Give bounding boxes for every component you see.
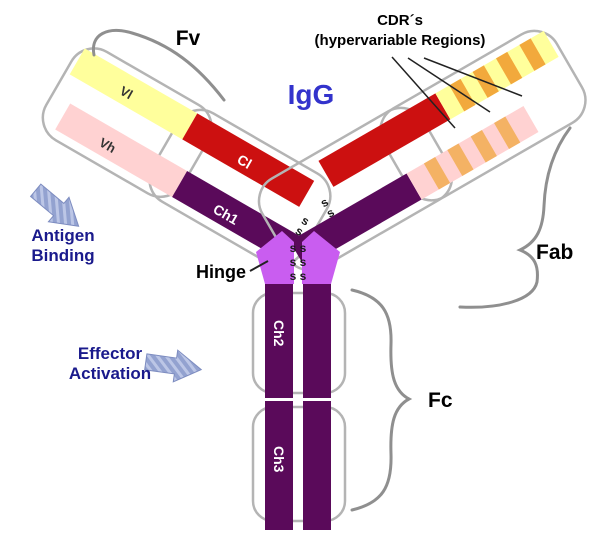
fv-label: Fv <box>176 27 201 50</box>
left-variable-domain-outline <box>41 47 213 199</box>
cdr-stripe <box>423 157 451 190</box>
effector-activation-arrow-icon <box>144 349 203 383</box>
ch2-ch3-divider <box>303 398 331 401</box>
fab-brace <box>458 126 572 309</box>
antigen-binding-arrow-icon <box>29 183 80 227</box>
hinge-region-left <box>256 231 294 284</box>
ch2-ch3-divider <box>265 398 293 401</box>
cdr-stripe <box>519 38 546 71</box>
fc-label: Fc <box>428 389 453 412</box>
ch1-domain-bar <box>172 171 302 263</box>
hinge-disulfide-bond: s s <box>290 241 307 255</box>
cdr-pointer-line <box>423 57 523 97</box>
cdr-pointer-line <box>407 57 491 113</box>
right-constant-domain-outline <box>257 106 454 272</box>
effector-activation-label-line2: Activation <box>69 364 151 383</box>
vl-domain-bar <box>69 48 198 140</box>
heavy-chain-left-bar <box>265 284 293 530</box>
diagram-title: IgG <box>288 79 335 110</box>
heavy-chain-right-bar <box>303 284 331 530</box>
arrow-shape <box>144 349 203 383</box>
antigen-binding-label-line1: Antigen <box>31 226 94 245</box>
fv-brace <box>91 29 226 102</box>
fab-label: Fab <box>536 241 573 264</box>
cdr-stripe <box>447 143 474 176</box>
cdr-stripe <box>495 51 523 85</box>
vh-label: Vh <box>97 135 119 156</box>
hinge-disulfide-bond: s s <box>290 269 307 283</box>
hinge-region-right <box>302 231 340 284</box>
effector-activation-label-line1: Effector <box>78 344 143 363</box>
fc-brace <box>350 288 413 512</box>
ch2-domain-outline <box>251 291 347 395</box>
cl-domain-bar-right <box>318 93 451 187</box>
hinge-pointer-line <box>249 260 269 272</box>
ch3-label: Ch3 <box>271 446 287 473</box>
cdr-stripe <box>470 130 497 163</box>
cdr-stripe <box>449 78 476 112</box>
ch3-domain-outline <box>251 405 347 523</box>
cdr-pointer-line <box>391 56 456 129</box>
vh-domain-bar <box>55 103 188 197</box>
ch2-label: Ch2 <box>271 320 287 347</box>
cl-domain-bar <box>182 113 315 207</box>
cl-label: Cl <box>235 151 255 172</box>
cdr-label-line2: (hypervariable Regions) <box>315 32 486 49</box>
antigen-binding-label-line2: Binding <box>31 246 94 265</box>
cdr-label-line1: CDR´s <box>377 12 423 29</box>
hinge-disulfide-bond: s s <box>290 255 307 269</box>
hinge-label: Hinge <box>196 262 246 282</box>
arrow-shape <box>29 183 80 227</box>
cdr-stripe <box>494 116 521 149</box>
